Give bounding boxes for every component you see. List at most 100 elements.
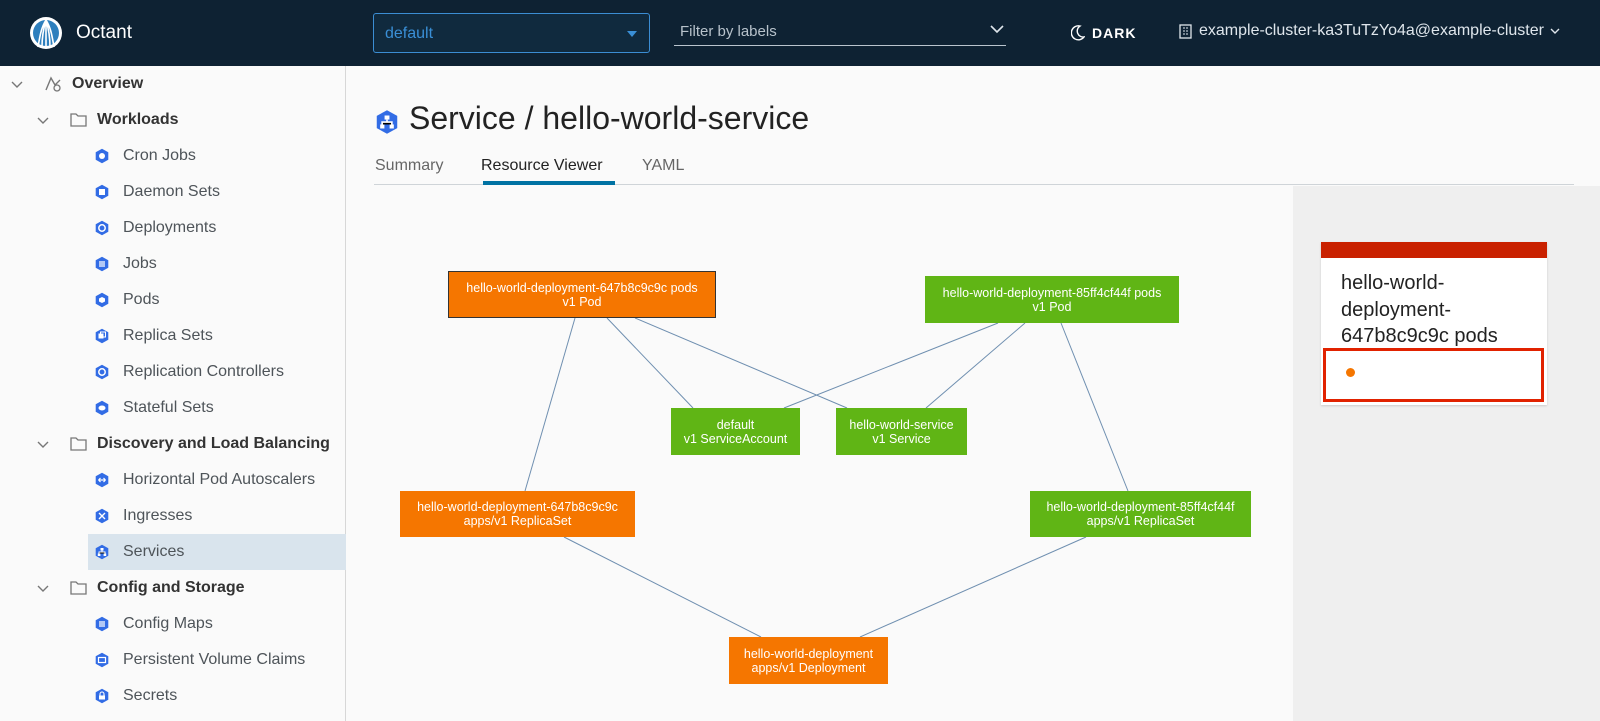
sidebar-item-label: Ingresses: [123, 507, 193, 524]
graph-node-service[interactable]: hello-world-service v1 Service: [836, 408, 967, 455]
namespace-value: default: [385, 25, 434, 42]
folder-icon: [70, 113, 87, 127]
sidebar-item-persistent-volume-claims[interactable]: Persistent Volume Claims: [0, 642, 346, 678]
context-selector[interactable]: example-cluster-ka3TuTzYo4a@example-clus…: [1178, 22, 1560, 40]
pvc-icon: [95, 652, 109, 668]
config-map-icon: [95, 616, 109, 632]
node-name: hello-world-service: [849, 417, 954, 432]
sidebar-item-label: Replication Controllers: [123, 363, 284, 380]
node-kind: apps/v1 ReplicaSet: [463, 514, 572, 528]
sidebar-item-label: Overview: [72, 75, 144, 92]
sidebar-item-label: Pods: [123, 291, 160, 308]
sidebar-group-label: Workloads: [97, 111, 179, 128]
service-icon: [95, 544, 109, 560]
sidebar-item-deployments[interactable]: Deployments: [0, 210, 346, 246]
theme-toggle-label: DARK: [1092, 25, 1137, 41]
status-bar: [1321, 242, 1547, 258]
sidebar-item-label: Persistent Volume Claims: [123, 651, 306, 668]
navigation-sidebar: Overview Workloads Cron Jobs Daemon Sets…: [0, 66, 346, 721]
sidebar-item-label: Jobs: [123, 255, 157, 272]
sidebar-item-label: Config Maps: [123, 615, 213, 632]
chevron-down-icon[interactable]: [11, 78, 23, 90]
theme-toggle-button[interactable]: DARK: [1071, 23, 1136, 43]
sidebar-item-replica-sets[interactable]: Replica Sets: [0, 318, 346, 354]
edge-pods-a-rs-a: [524, 317, 576, 492]
sidebar-item-pods[interactable]: Pods: [0, 282, 346, 318]
building-icon: [1179, 24, 1192, 39]
sidebar-item-overview[interactable]: Overview: [0, 66, 346, 102]
secret-icon: [95, 688, 109, 704]
sidebar-item-cron-jobs[interactable]: Cron Jobs: [0, 138, 346, 174]
graph-node-replicaset-b[interactable]: hello-world-deployment-85ff4cf44f apps/v…: [1030, 491, 1251, 537]
edge-pods-b-rs-b: [1060, 322, 1129, 492]
graph-node-replicaset-a[interactable]: hello-world-deployment-647b8c9c9c apps/v…: [400, 491, 635, 537]
sidebar-item-label: Daemon Sets: [123, 183, 220, 200]
sidebar-item-ingresses[interactable]: Ingresses: [0, 498, 346, 534]
node-kind: apps/v1 ReplicaSet: [1086, 514, 1195, 528]
context-name: example-cluster-ka3TuTzYo4a@example-clus…: [1199, 22, 1544, 39]
overview-icon: [45, 76, 61, 92]
chevron-down-icon[interactable]: [37, 582, 49, 594]
node-kind: apps/v1 Deployment: [751, 660, 866, 675]
sidebar-item-jobs[interactable]: Jobs: [0, 246, 346, 282]
chevron-down-icon: [1550, 28, 1560, 34]
sidebar-group-discovery[interactable]: Discovery and Load Balancing: [0, 426, 346, 462]
cron-job-icon: [95, 148, 109, 164]
octant-logo-icon[interactable]: [29, 14, 63, 52]
pod-icon: [95, 292, 109, 308]
sidebar-group-label: Discovery and Load Balancing: [97, 435, 330, 452]
chevron-down-icon[interactable]: [37, 114, 49, 126]
resource-graph: hello-world-deployment-647b8c9c9c pods v…: [374, 186, 1294, 721]
replica-set-icon: [95, 328, 109, 344]
daemon-set-icon: [95, 184, 109, 200]
edge-pods-a-svc: [634, 317, 848, 409]
tab-summary[interactable]: Summary: [375, 157, 444, 174]
sidebar-group-workloads[interactable]: Workloads: [0, 102, 346, 138]
edge-pods-b-sa: [783, 322, 999, 409]
sidebar-item-config-maps[interactable]: Config Maps: [0, 606, 346, 642]
sidebar-item-label: Services: [123, 543, 185, 560]
edge-rs-a-deploy: [563, 536, 762, 638]
chevron-down-icon: [990, 25, 1004, 34]
tab-resource-viewer[interactable]: Resource Viewer: [481, 157, 603, 174]
node-kind: v1 Service: [872, 431, 931, 446]
sidebar-group-label: Config and Storage: [97, 579, 245, 596]
node-name: hello-world-deployment-647b8c9c9c: [417, 500, 618, 514]
sidebar-item-secrets[interactable]: Secrets: [0, 678, 346, 714]
moon-icon: [1071, 25, 1085, 41]
folder-icon: [70, 581, 87, 595]
service-icon: [376, 110, 398, 134]
sidebar-item-stateful-sets[interactable]: Stateful Sets: [0, 390, 346, 426]
sidebar-item-label: Stateful Sets: [123, 399, 214, 416]
top-header: Octant default Filter by labels DARK exa…: [0, 0, 1600, 66]
sidebar-item-label: Secrets: [123, 687, 178, 704]
job-icon: [95, 256, 109, 272]
sidebar-item-label: Cron Jobs: [123, 147, 196, 164]
node-kind: v1 Pod: [1032, 299, 1072, 314]
status-section: [1323, 348, 1544, 402]
node-name: hello-world-deployment: [743, 646, 874, 661]
namespace-select[interactable]: default: [373, 13, 650, 53]
label-filter-input[interactable]: Filter by labels: [674, 18, 1006, 46]
graph-node-service-account[interactable]: default v1 ServiceAccount: [671, 408, 800, 455]
chevron-down-icon[interactable]: [37, 438, 49, 450]
sidebar-item-services[interactable]: Services: [88, 534, 346, 570]
tab-yaml[interactable]: YAML: [642, 157, 685, 174]
page-title: Service / hello-world-service: [409, 100, 810, 136]
detail-panel: hello-world-deployment-647b8c9c9c pods: [1293, 186, 1600, 721]
graph-edges: [524, 317, 1129, 638]
ingress-icon: [95, 508, 109, 524]
sidebar-item-label: Deployments: [123, 219, 217, 236]
graph-node-pods-a[interactable]: hello-world-deployment-647b8c9c9c pods v…: [448, 271, 716, 318]
sidebar-item-replication-controllers[interactable]: Replication Controllers: [0, 354, 346, 390]
edge-pods-a-sa: [606, 317, 694, 409]
graph-node-pods-b[interactable]: hello-world-deployment-85ff4cf44f pods v…: [925, 276, 1179, 323]
graph-node-deployment[interactable]: hello-world-deployment apps/v1 Deploymen…: [729, 637, 888, 684]
node-name: hello-world-deployment-85ff4cf44f pods: [942, 285, 1162, 300]
sidebar-group-config[interactable]: Config and Storage: [0, 570, 346, 606]
sidebar-item-daemon-sets[interactable]: Daemon Sets: [0, 174, 346, 210]
node-name: default: [716, 417, 755, 432]
sidebar-item-label: Replica Sets: [123, 327, 213, 344]
sidebar-item-label: Horizontal Pod Autoscalers: [123, 471, 316, 488]
sidebar-item-horizontal-pod-autoscalers[interactable]: Horizontal Pod Autoscalers: [0, 462, 346, 498]
